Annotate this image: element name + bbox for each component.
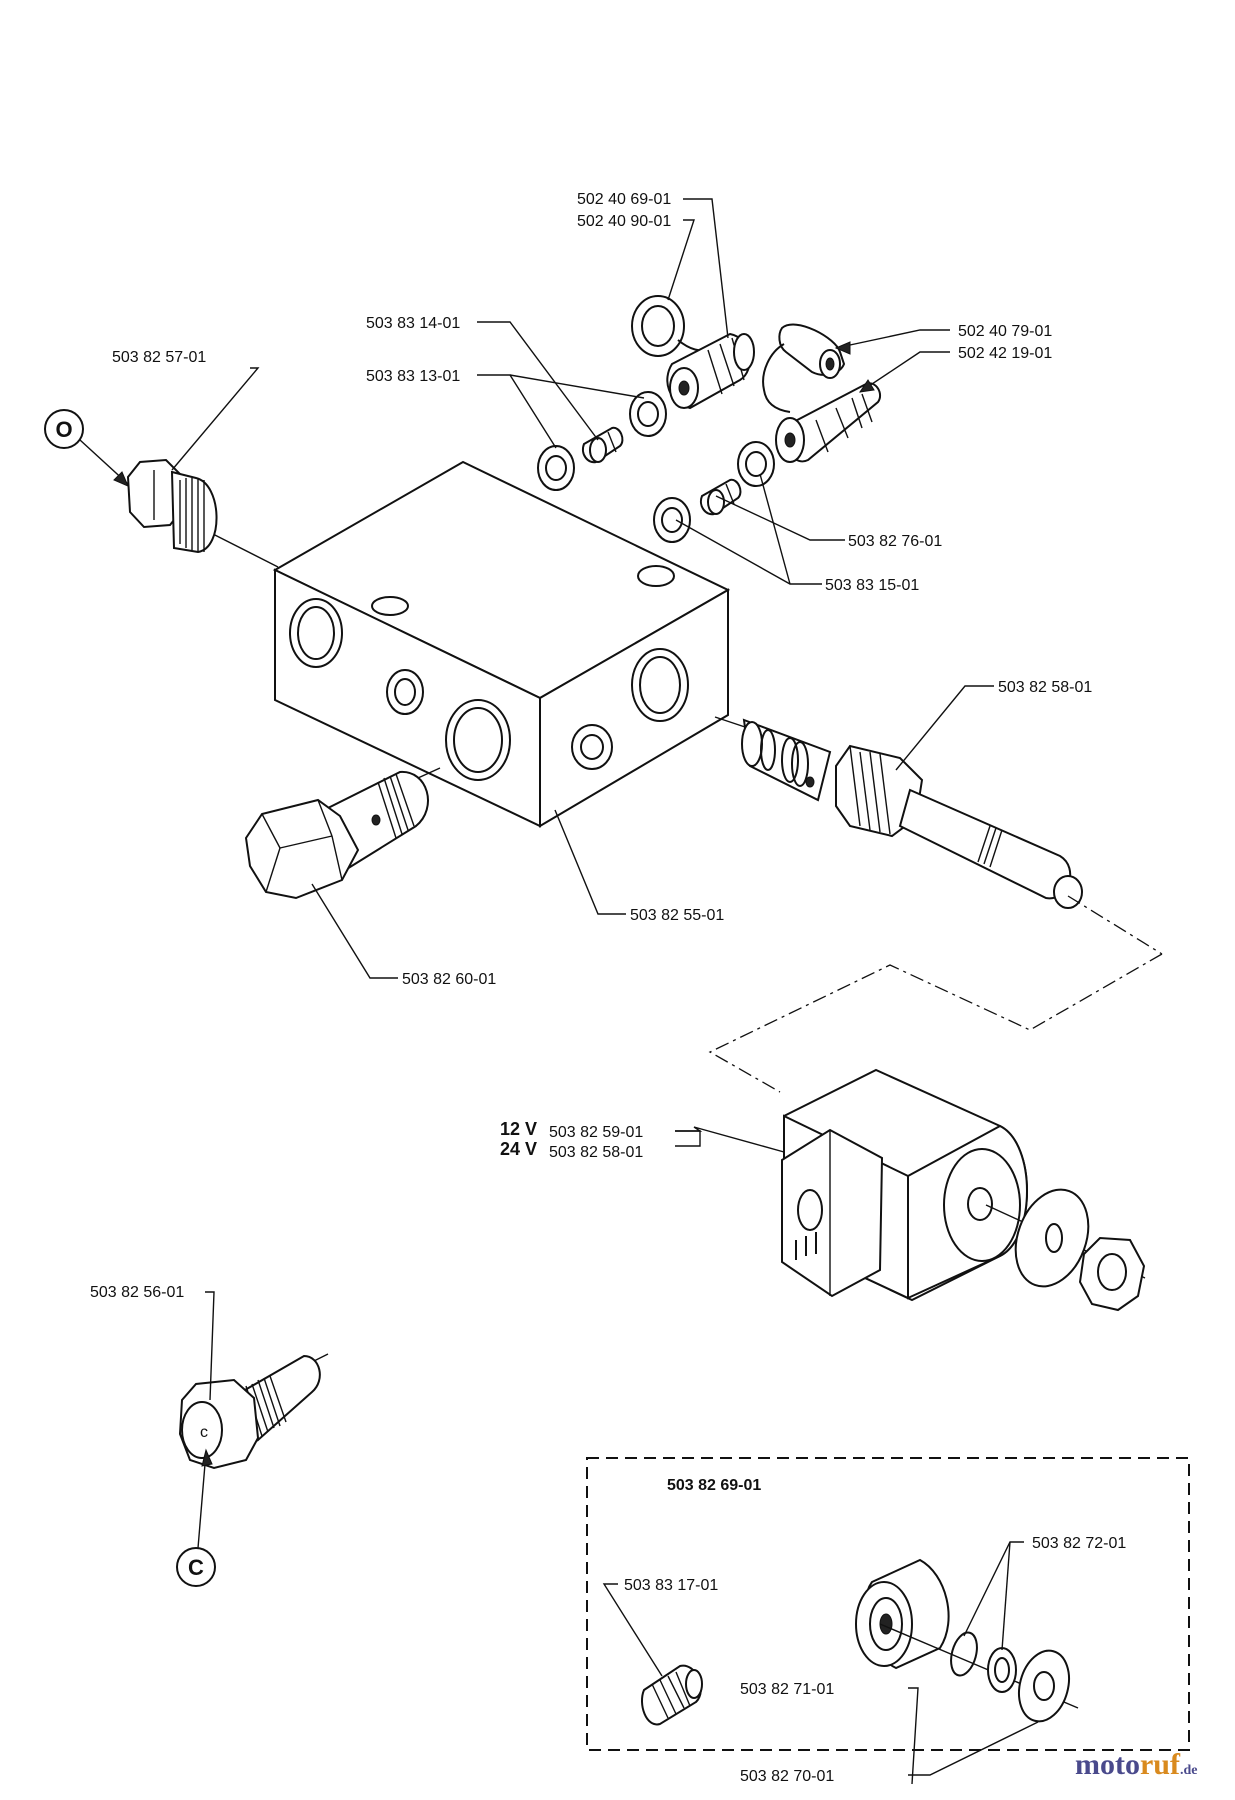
label-503-82-55-01: 503 82 55-01 [630,907,724,924]
connector-part [666,332,755,410]
label-503-82-72-01: 503 82 72-01 [1032,1535,1126,1552]
label-503-82-56-01: 503 82 56-01 [90,1284,184,1301]
kit-oring-72-part-b [987,1647,1017,1693]
label-502-40-79-01: 502 40 79-01 [958,323,1052,340]
label-503-83-13-01: 503 83 13-01 [366,368,460,385]
label-502-40-90-01: 502 40 90-01 [577,213,671,230]
brand-tld: .de [1179,1763,1198,1778]
svg-text:O: O [55,417,72,442]
cartridge-valve-part [714,716,1163,955]
svg-text:C: C [188,1555,204,1580]
coil-nut-part [1078,1236,1146,1312]
arrow-19-head [858,379,875,393]
washer-15-part-a [653,497,691,543]
label-503-82-60-01: 503 82 60-01 [402,971,496,988]
kit-seat-71-part [855,1558,950,1670]
label-503-83-17-01: 503 83 17-01 [624,1577,718,1594]
brand-name-a: moto [1075,1748,1140,1781]
cap-part [762,323,846,413]
label-503-82-71-01: 503 82 71-01 [740,1681,834,1698]
label-12v: 12 V [500,1119,537,1139]
plug-o-part [126,458,279,568]
label-503-83-15-01: 503 83 15-01 [825,577,919,594]
arrow-o-head [113,471,129,487]
label-503-82-59-01: 503 82 59-01 [549,1124,643,1141]
leader-lines [79,198,1039,1785]
label-503-83-14-01: 503 83 14-01 [366,315,460,332]
label-503-82-58-01-valve: 503 82 58-01 [998,679,1092,696]
plug-mark-c: c [200,1424,208,1441]
label-24v: 24 V [500,1139,537,1159]
dust-cap-ring-part [631,295,713,357]
manifold-block-icon [272,460,731,828]
label-503-82-57-01: 503 82 57-01 [112,349,206,366]
check-valve-76-part [700,478,742,516]
washer-13-part-a [537,445,575,491]
arrow-c-head [201,1448,213,1467]
arrow-79-head [834,341,851,355]
part-labels: 502 40 69-01 502 40 90-01 503 83 14-01 5… [90,191,1126,1785]
brand-name-b: ruf [1139,1748,1180,1781]
solenoid-coil-icon [781,1068,1028,1302]
check-valve-14-part [582,426,624,464]
coil-washer-part [1014,1188,1090,1288]
washer-13-part-b [629,391,667,437]
callout-c: C [176,1547,216,1587]
kit-boundary [586,1457,1190,1751]
label-503-82-70-01: 503 82 70-01 [740,1768,834,1785]
label-503-82-76-01: 503 82 76-01 [848,533,942,550]
kit-oring-72-part-a [950,1631,978,1677]
label-502-42-19-01: 502 42 19-01 [958,345,1052,362]
kit-washer-70-part [1018,1649,1070,1723]
label-503-82-58-01-coil: 503 82 58-01 [549,1144,643,1161]
adapter-56-part [178,1353,329,1470]
label-kit-503-82-69-01: 503 82 69-01 [667,1477,761,1494]
plug-60-part [244,767,441,900]
washer-15-part-b [737,441,775,487]
nipple-part [775,382,882,463]
kit-screw-17-part [641,1664,703,1726]
label-502-40-69-01: 502 40 69-01 [577,191,671,208]
callout-o: O [44,409,84,449]
brand-watermark[interactable]: motoruf.de [1075,1748,1197,1782]
